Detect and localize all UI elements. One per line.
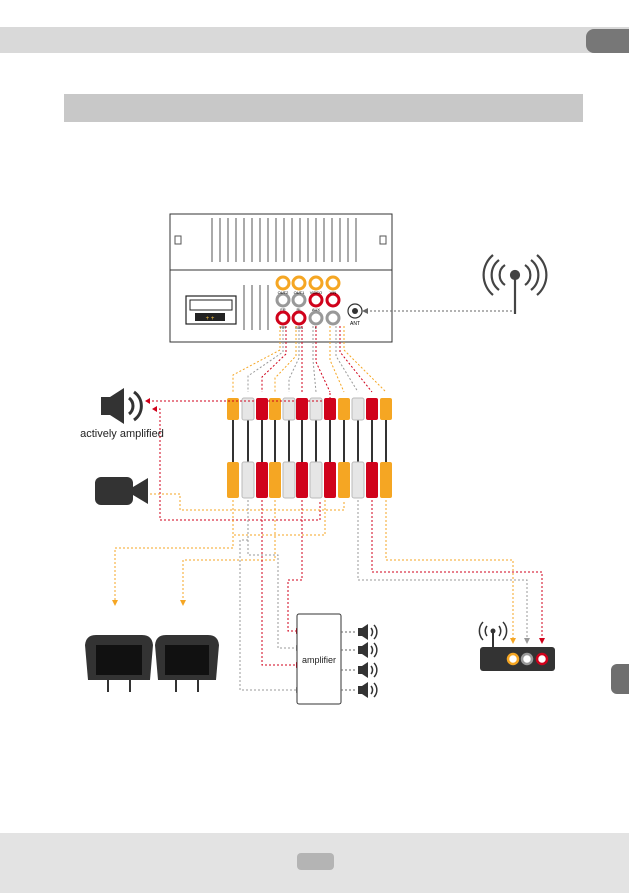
headrest-monitor-right	[155, 635, 219, 692]
rca-port-panel: OUT2 OUT1 VIDEO VIN FR RL AUX RR SUB L	[275, 275, 341, 330]
amplifier-label: amplifier	[302, 655, 336, 665]
head-unit: + + OUT2 OUT1 VIDEO VIN FR RL AUX	[169, 213, 393, 343]
rca-cable-bundle	[227, 397, 392, 499]
small-speaker-icon	[358, 642, 378, 658]
antenna-port-label: ANT	[350, 321, 360, 327]
antenna-icon	[482, 254, 548, 314]
small-speaker-icon	[358, 624, 378, 640]
chapter-tab	[586, 29, 629, 53]
speaker-caption: actively amplified	[80, 428, 164, 440]
section-header-bar	[64, 94, 583, 122]
port-label: RL	[296, 307, 302, 312]
page-number-pill	[297, 853, 334, 870]
amplifier-box	[296, 613, 342, 705]
small-speaker-icon	[358, 682, 378, 698]
port-label: AUX	[312, 307, 321, 312]
port-label: OUT2	[278, 290, 289, 295]
svg-text:+ +: + +	[206, 316, 215, 322]
small-speaker-icon	[358, 662, 378, 678]
port-label: FR	[280, 307, 285, 312]
camera-icon	[95, 477, 148, 505]
side-chapter-tab	[611, 664, 629, 694]
speaker-icon	[101, 388, 143, 424]
tv-tuner-box	[478, 621, 555, 671]
port-label: OUT1	[294, 290, 305, 295]
port-label: VIDEO	[310, 290, 322, 295]
headrest-monitor-left	[85, 635, 153, 692]
top-bar	[0, 27, 629, 53]
port-label: VIN	[330, 290, 337, 295]
